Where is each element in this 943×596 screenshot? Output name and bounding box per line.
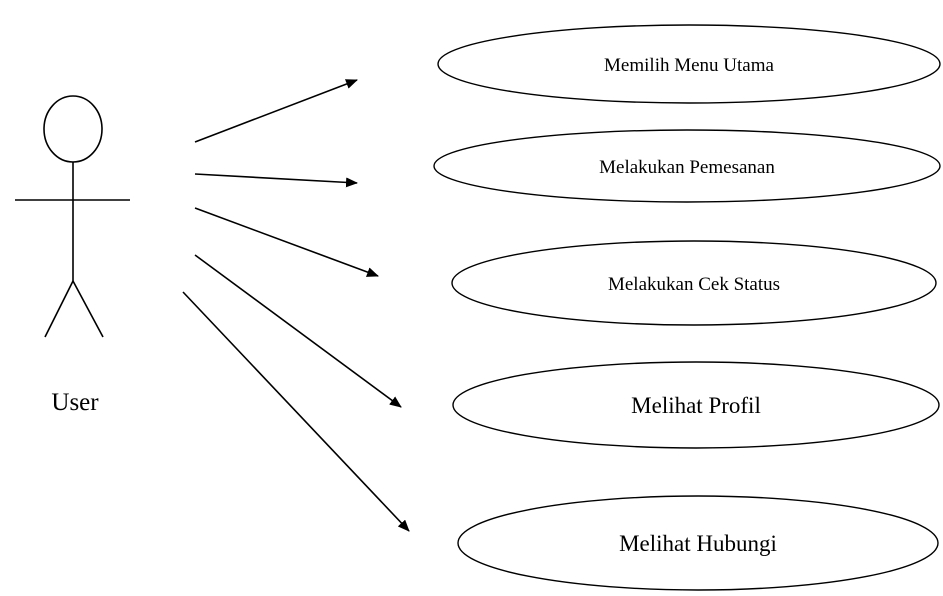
use-case-ellipse: [452, 361, 940, 449]
use-case-melakukan-pemesanan: Melakukan Pemesanan: [433, 129, 941, 203]
actor-left-leg: [44, 280, 74, 338]
use-case-label: Memilih Menu Utama: [604, 55, 774, 76]
arrow-to-melihat-hubungi: [182, 291, 410, 532]
actor-label: User: [51, 389, 99, 416]
use-case-melihat-profil: Melihat Profil: [452, 361, 940, 449]
actor-head: [43, 95, 103, 163]
actor-right-leg: [72, 280, 104, 338]
use-case-ellipse: [451, 240, 937, 326]
use-case-ellipse: [457, 495, 939, 591]
use-case-label: Melihat Hubungi: [619, 531, 777, 556]
use-case-ellipse: [433, 129, 941, 203]
use-case-memilih-menu-utama: Memilih Menu Utama: [437, 24, 941, 104]
use-case-ellipse: [437, 24, 941, 104]
use-case-label: Melakukan Pemesanan: [599, 157, 775, 178]
arrow-to-melakukan-cek-status: [194, 207, 379, 277]
use-case-label: Melihat Profil: [631, 393, 761, 418]
arrow-to-melihat-profil: [194, 254, 402, 408]
use-case-label: Melakukan Cek Status: [608, 274, 780, 295]
arrow-to-melakukan-pemesanan: [194, 173, 358, 188]
use-case-melakukan-cek-status: Melakukan Cek Status: [451, 240, 937, 326]
actor-user: User: [15, 95, 130, 416]
association-arrows: [182, 79, 410, 532]
use-case-melihat-hubungi: Melihat Hubungi: [457, 495, 939, 591]
arrow-to-memilih-menu-utama: [194, 79, 358, 143]
